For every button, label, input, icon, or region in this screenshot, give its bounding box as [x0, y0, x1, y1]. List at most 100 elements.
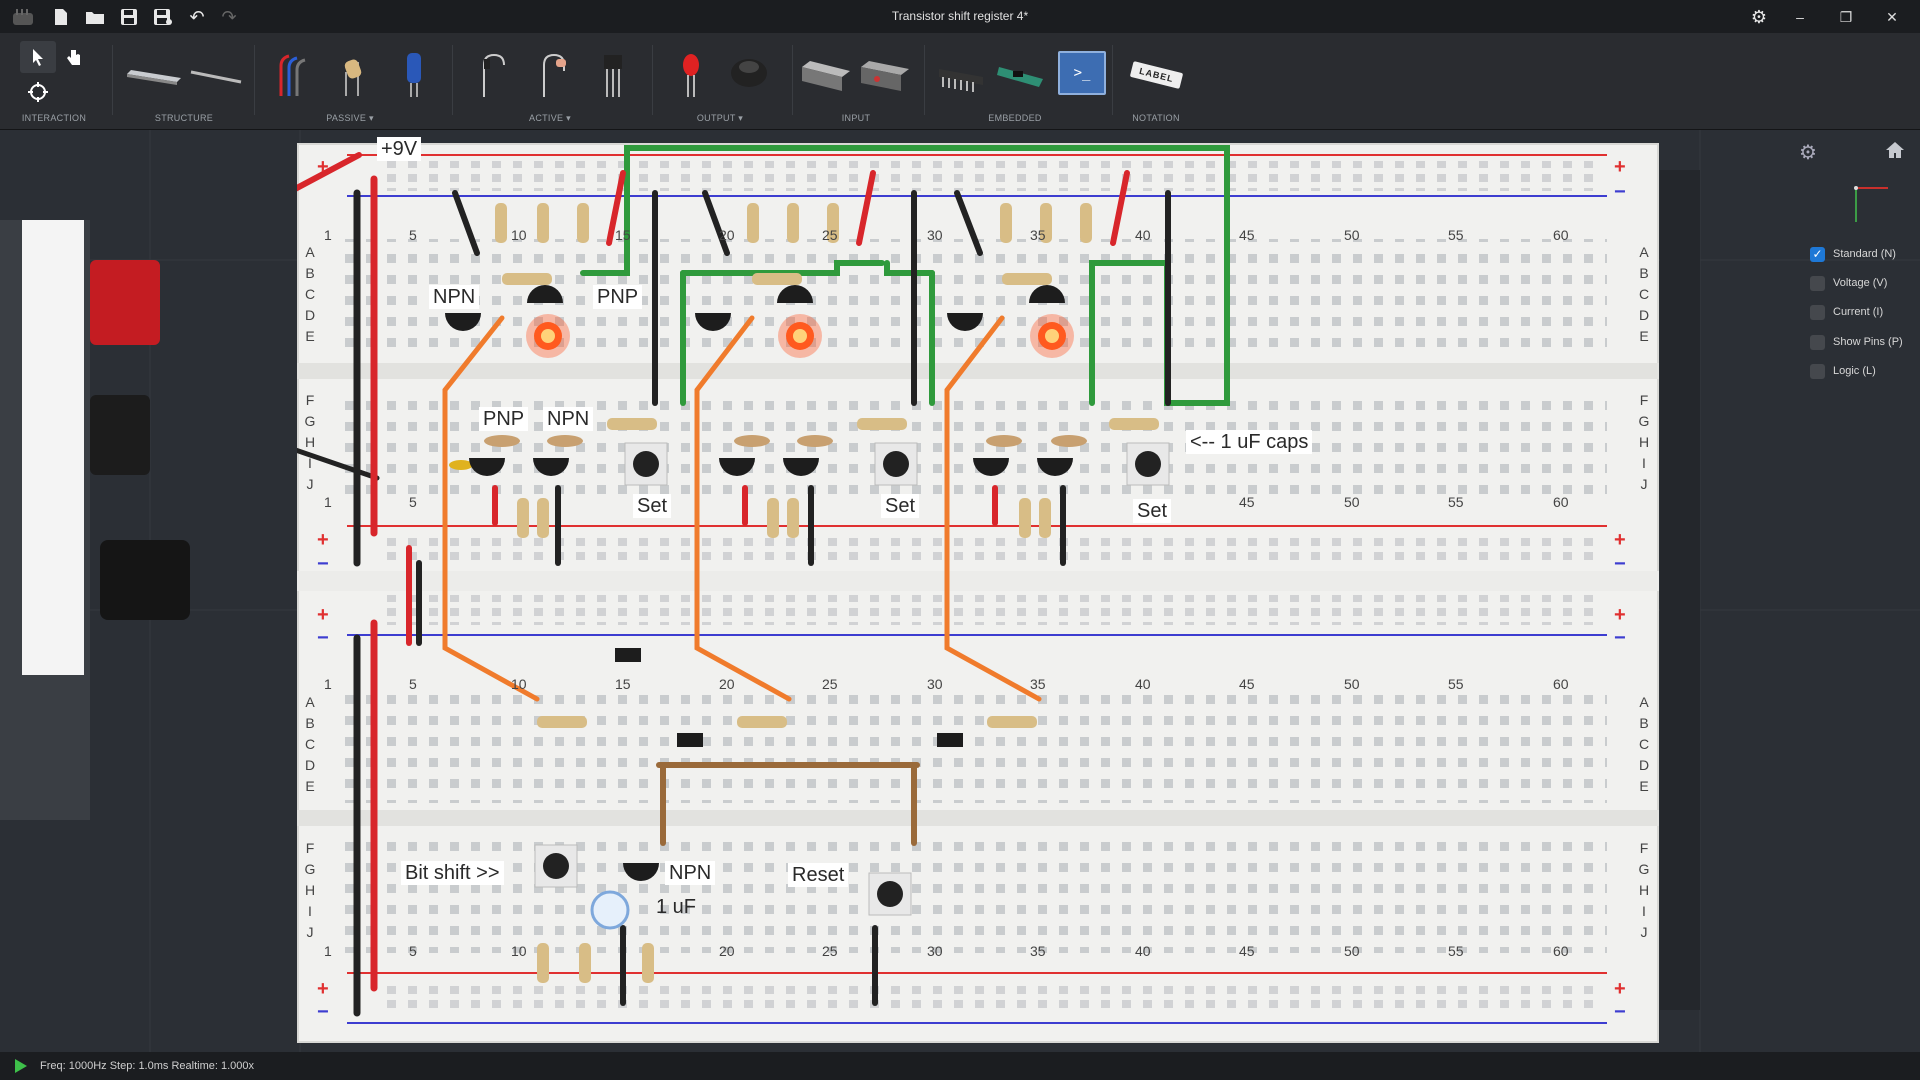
col-num: 50 [1344, 943, 1360, 959]
rail-minus: − [1614, 1001, 1626, 1023]
label-tool[interactable]: LABEL [1126, 47, 1186, 103]
wire-tool[interactable] [186, 47, 246, 103]
simulation-status: Freq: 1000Hz Step: 1.0ms Realtime: 1.000… [40, 1060, 254, 1072]
buzzer-tool[interactable] [726, 47, 772, 103]
diode-tool[interactable] [470, 47, 516, 103]
col-num: 5 [409, 943, 417, 959]
zener-tool[interactable] [530, 47, 576, 103]
breadboard-tool[interactable] [124, 47, 184, 103]
microcontroller-tool[interactable] [994, 47, 1050, 103]
play-icon[interactable] [14, 1058, 28, 1079]
col-num: 55 [1448, 227, 1464, 243]
label-set-1[interactable]: Set [633, 494, 672, 518]
label-pnp-mid[interactable]: PNP [479, 407, 529, 431]
row-letter: D [304, 307, 316, 323]
terminal-tool[interactable]: >_ [1058, 51, 1106, 95]
option-logic[interactable]: Logic (L) [1810, 361, 1876, 381]
col-num: 60 [1553, 227, 1569, 243]
target-tool-button[interactable] [20, 77, 56, 107]
redo-icon[interactable]: ↷ [221, 6, 237, 27]
close-button[interactable]: ✕ [1886, 8, 1898, 25]
checkbox-icon[interactable] [1810, 334, 1825, 350]
maximize-button[interactable]: ❐ [1839, 8, 1853, 25]
col-num: 30 [927, 943, 943, 959]
row-letter: I [308, 903, 312, 919]
row-letter: C [1638, 736, 1650, 752]
row-letter: D [1638, 757, 1650, 773]
row-letter: J [1640, 924, 1648, 940]
row-letter: J [306, 924, 314, 940]
col-num: 20 [719, 943, 735, 959]
row-letter: E [305, 778, 315, 794]
label-npn-bottom[interactable]: NPN [665, 861, 716, 885]
jumper-wire-tool[interactable] [270, 47, 316, 103]
resistor-tool[interactable] [330, 47, 376, 103]
battery-icon [802, 61, 850, 91]
label-set-3[interactable]: Set [1133, 499, 1172, 523]
rail-plus: + [317, 604, 329, 626]
home-icon[interactable] [1884, 140, 1908, 164]
axis-gizmo-icon[interactable] [1852, 184, 1892, 224]
minimize-button[interactable]: – [1796, 9, 1804, 25]
transistor-tool[interactable] [590, 47, 636, 103]
col-num: 35 [1030, 676, 1046, 692]
option-show-pins[interactable]: Show Pins (P) [1810, 332, 1903, 352]
select-tool-button[interactable] [20, 41, 56, 73]
col-num: 50 [1344, 494, 1360, 510]
row-letter: G [1638, 861, 1650, 877]
label-bit-shift[interactable]: Bit shift >> [401, 861, 504, 885]
row-letter: G [304, 413, 316, 429]
chip-tool[interactable] [934, 47, 990, 103]
power-supply-tool[interactable] [856, 47, 912, 103]
new-file-icon[interactable] [48, 4, 74, 30]
rail-minus: − [317, 1001, 329, 1023]
settings-gear-icon[interactable]: ⚙ [1750, 6, 1768, 27]
option-voltage[interactable]: Voltage (V) [1810, 273, 1887, 293]
label-reset[interactable]: Reset [788, 863, 849, 887]
save-icon[interactable] [116, 4, 142, 30]
row-letter: G [1638, 413, 1650, 429]
led-tool[interactable] [668, 47, 714, 103]
undo-icon[interactable]: ↶ [189, 6, 205, 27]
label-set-2[interactable]: Set [881, 494, 920, 518]
microcontroller-icon [997, 67, 1043, 87]
rail-minus: − [1614, 553, 1626, 575]
breadboard[interactable]: +9V NPN PNP PNP NPN Set Set Set <-- 1 uF… [297, 137, 1659, 1043]
col-num: 50 [1344, 227, 1360, 243]
hand-icon [67, 50, 80, 65]
open-folder-icon[interactable] [82, 4, 108, 30]
checkbox-icon[interactable] [1810, 304, 1825, 320]
battery-tool[interactable] [800, 47, 852, 103]
label-caps[interactable]: <-- 1 uF caps [1186, 430, 1313, 454]
col-num: 60 [1553, 943, 1569, 959]
col-num: 1 [324, 494, 332, 510]
row-letter: C [304, 286, 316, 302]
checkbox-checked-icon[interactable]: ✓ [1810, 246, 1825, 262]
status-bar: Freq: 1000Hz Step: 1.0ms Realtime: 1.000… [0, 1052, 1920, 1080]
option-standard[interactable]: ✓ Standard (N) [1810, 244, 1896, 264]
label-npn-top[interactable]: NPN [429, 285, 480, 309]
diode-icon [483, 53, 505, 97]
save-as-icon[interactable] [150, 4, 176, 30]
col-num: 35 [1030, 227, 1046, 243]
label-pnp-top[interactable]: PNP [593, 285, 643, 309]
col-num: 5 [409, 494, 417, 510]
rail-minus: − [1614, 181, 1626, 203]
option-current[interactable]: Current (I) [1810, 302, 1883, 322]
led-icon [683, 54, 699, 97]
row-letter: B [1639, 265, 1649, 281]
checkbox-icon[interactable] [1810, 275, 1825, 291]
capacitor-tool[interactable] [392, 47, 438, 103]
buzzer-icon [731, 59, 767, 87]
rail-minus: − [317, 627, 329, 649]
col-num: 55 [1448, 676, 1464, 692]
checkbox-icon[interactable] [1810, 363, 1825, 379]
pointer-arrow-icon [33, 49, 43, 66]
view-settings-gear-icon[interactable]: ⚙ [1799, 142, 1817, 164]
label-npn-mid[interactable]: NPN [543, 407, 594, 431]
terminal-icon: >_ [1073, 65, 1091, 81]
label-cap-bottom[interactable]: 1 uF [656, 896, 697, 918]
toolbar-group-passive: PASSIVE ▾ [326, 113, 374, 123]
hand-tool-button[interactable] [56, 41, 92, 73]
label-supply[interactable]: +9V [377, 137, 422, 161]
